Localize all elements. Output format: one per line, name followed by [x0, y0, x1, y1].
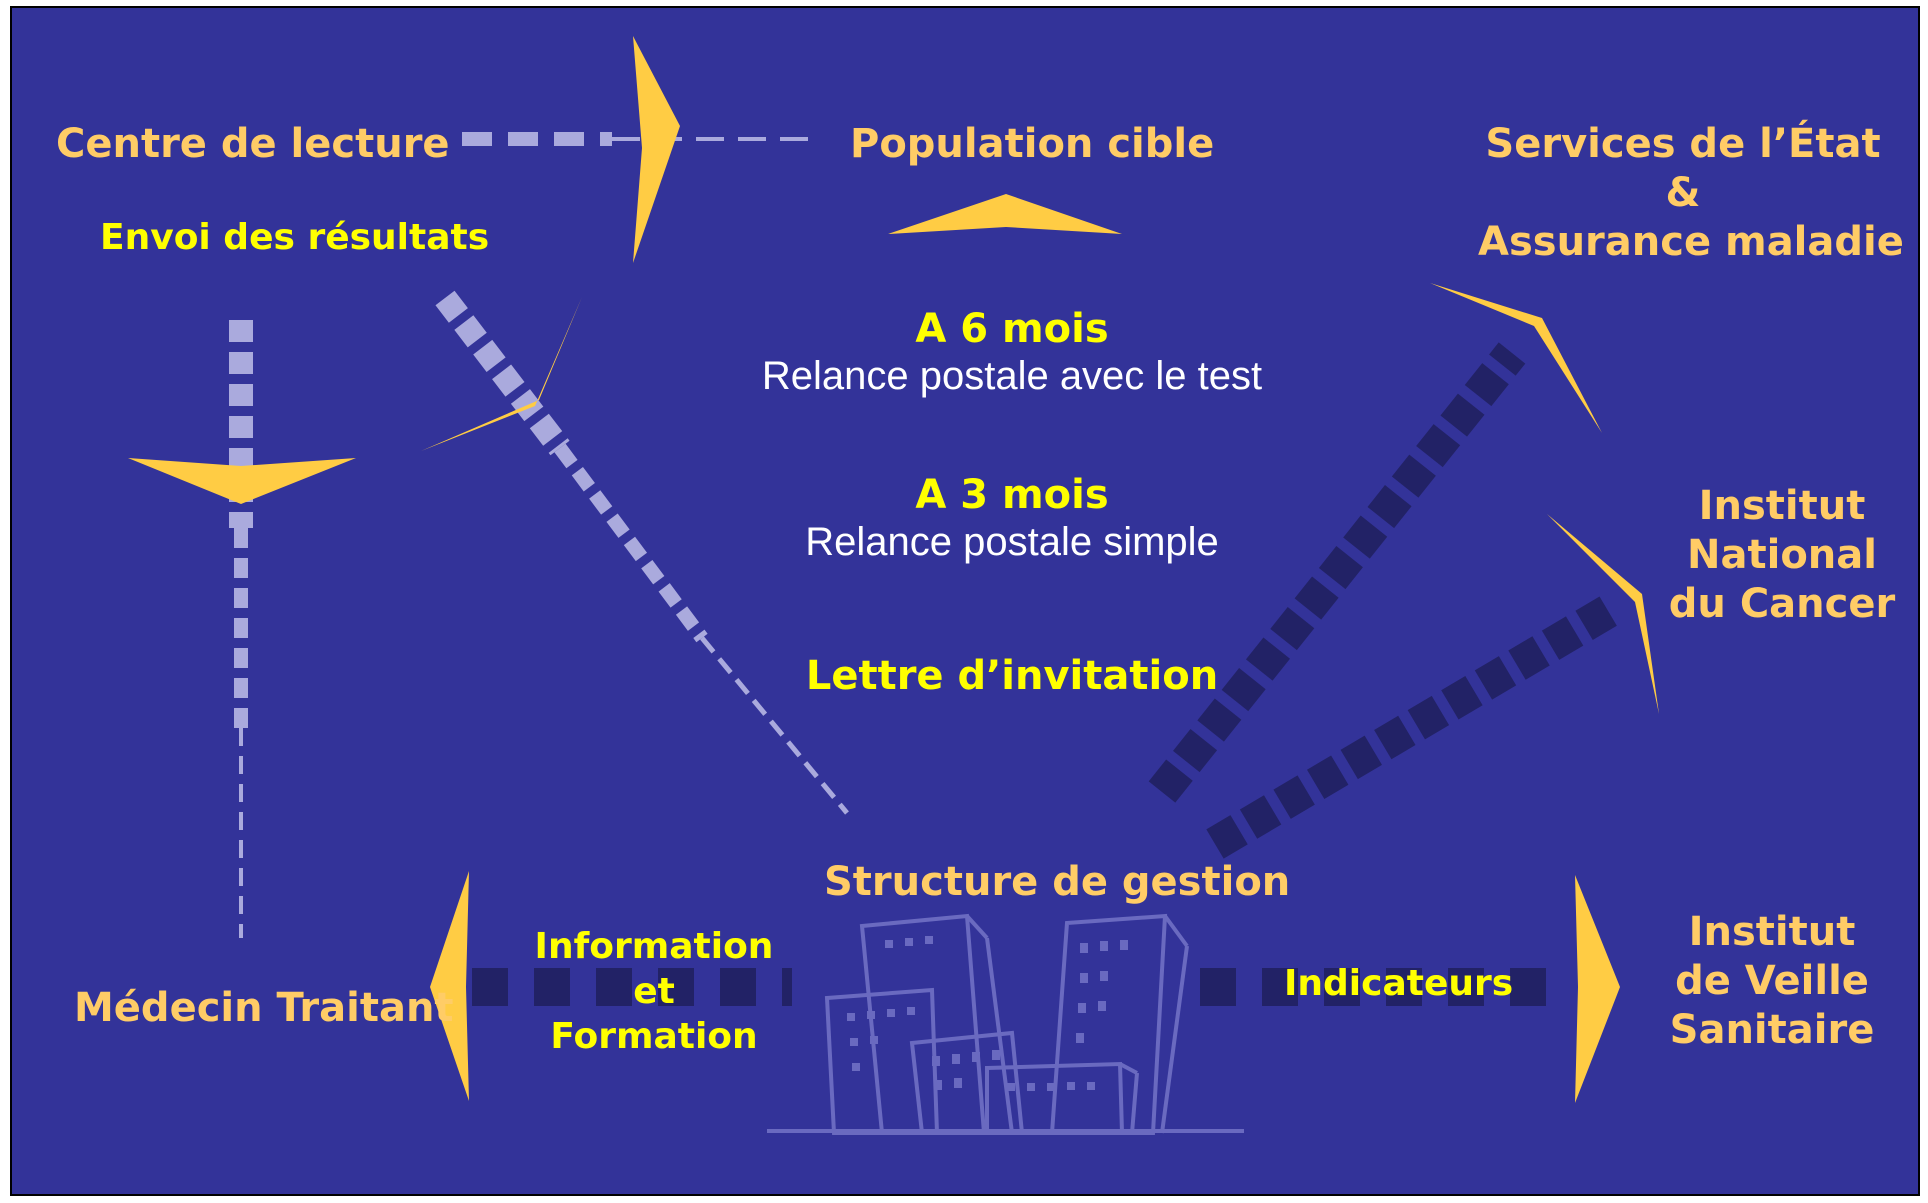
step-three-months-text: Relance postale simple	[805, 520, 1219, 564]
node-invs-line-1: Institut	[1688, 909, 1856, 955]
flow-envoi-des-resultats: Envoi des résultats	[100, 216, 489, 260]
step-six-months-title: A 6 mois	[915, 306, 1109, 352]
flow-indicateurs-label: Indicateurs	[1284, 963, 1514, 1004]
node-institut-de-veille-sanitaire: Institut de Veille Sanitaire	[1652, 908, 1892, 1055]
node-inca-line-1: Institut	[1698, 483, 1866, 529]
arrow-right-to-invs	[1575, 875, 1620, 1103]
node-structure-de-gestion-label: Structure de gestion	[824, 859, 1291, 905]
diagram-frame: Centre de lecture Population cible Servi…	[10, 6, 1920, 1196]
flow-information-formation: Information et Formation	[534, 924, 774, 1059]
arrow-up-to-population	[888, 194, 1122, 234]
node-population-cible-label: Population cible	[850, 121, 1215, 167]
node-centre-de-lecture: Centre de lecture	[56, 120, 450, 169]
step-six-months: A 6 mois Relance postale avec le test	[702, 306, 1322, 400]
connector-structure-to-centre	[435, 290, 849, 815]
node-medecin-traitant-label: Médecin Traitant	[74, 985, 454, 1031]
flow-information-line-3: Formation	[550, 1016, 758, 1057]
step-invitation-letter-label: Lettre d’invitation	[805, 653, 1219, 699]
step-six-months-text: Relance postale avec le test	[761, 354, 1263, 398]
arrow-right-to-population	[633, 36, 680, 263]
diagram-art	[128, 36, 1659, 1135]
node-services-etat-line-1: Services de l’État	[1485, 121, 1881, 167]
node-services-etat: Services de l’État & Assurance maladie	[1478, 120, 1904, 267]
flow-information-line-2: et	[633, 971, 675, 1012]
node-services-etat-line-2: &	[1665, 170, 1701, 216]
step-three-months-title: A 3 mois	[915, 472, 1109, 518]
step-invitation-letter: Lettre d’invitation	[702, 652, 1322, 701]
node-invs-line-3: Sanitaire	[1669, 1007, 1875, 1053]
step-three-months: A 3 mois Relance postale simple	[702, 472, 1322, 566]
arrow-left-to-medecin	[430, 871, 469, 1101]
node-invs-line-2: de Veille	[1675, 958, 1869, 1004]
node-structure-de-gestion: Structure de gestion	[824, 858, 1290, 907]
flow-indicateurs: Indicateurs	[1284, 962, 1513, 1006]
node-inca-line-3: du Cancer	[1668, 581, 1896, 627]
node-medecin-traitant: Médecin Traitant	[74, 984, 454, 1033]
node-services-etat-line-3: Assurance maladie	[1478, 219, 1904, 265]
node-population-cible: Population cible	[850, 120, 1214, 169]
arrow-down-to-medecin	[128, 458, 356, 504]
connector-structure-to-services	[1148, 342, 1526, 803]
arrow-to-services	[1430, 283, 1602, 433]
flow-information-line-1: Information	[534, 926, 774, 967]
node-inca-line-2: National	[1687, 532, 1877, 578]
arrow-to-centre-de-lecture	[421, 297, 582, 451]
buildings-illustration	[767, 913, 1244, 1135]
node-institut-national-du-cancer: Institut National du Cancer	[1662, 482, 1902, 629]
connector-structure-to-inca	[1206, 595, 1619, 859]
node-centre-de-lecture-label: Centre de lecture	[56, 121, 450, 167]
flow-envoi-des-resultats-label: Envoi des résultats	[100, 217, 490, 258]
